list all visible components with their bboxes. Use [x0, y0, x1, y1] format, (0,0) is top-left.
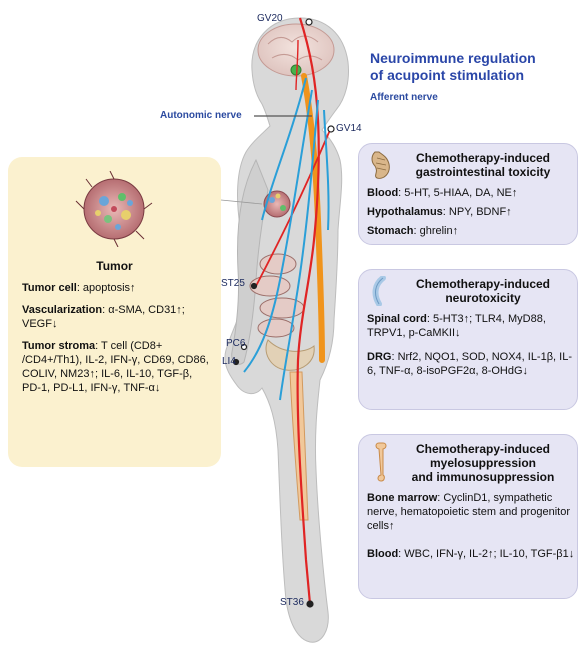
bone-icon	[375, 442, 387, 482]
nerve-icon	[372, 276, 386, 306]
myelosuppression-panel: Chemotherapy-induced myelosuppression an…	[358, 434, 578, 599]
gv14-marker	[327, 125, 335, 133]
acupoint-st25: ST25	[221, 278, 245, 289]
gi-row-stomach: Stomach: ghrelin↑	[367, 225, 459, 237]
myelo-row-bone-marrow: Bone marrow: CyclinD1, sympathetic nerve…	[367, 492, 571, 532]
acupoint-st36: ST36	[280, 597, 304, 608]
neuro-title: Chemotherapy-induced neurotoxicity	[415, 277, 550, 305]
acupoint-gv14: GV14	[336, 123, 362, 134]
st36-marker	[306, 600, 314, 608]
pc6-marker	[240, 343, 248, 351]
pelvis	[265, 339, 315, 371]
hypothalamus-marker	[290, 64, 302, 76]
tumor-heading: Tumor	[96, 259, 133, 273]
li4-marker	[232, 358, 240, 366]
gi-row-blood: Blood: 5-HT, 5-HIAA, DA, NE↑	[367, 187, 518, 199]
acupoint-gv20: GV20	[257, 13, 283, 24]
tumor-connector	[220, 199, 263, 205]
myelo-row-blood: Blood: WBC, IFN-γ, IL-2↑; IL-10, TGF-β1↓	[367, 548, 575, 560]
diagram-title: Neuroimmune regulation of acupoint stimu…	[370, 50, 536, 84]
acupoint-li4: LI4	[222, 356, 236, 367]
gi-toxicity-panel: Chemotherapy-induced gastrointestinal to…	[358, 143, 578, 245]
tumor-row-stroma: Tumor stroma: T cell (CD8+ /CD4+/Th1), I…	[22, 340, 209, 394]
myelo-title: Chemotherapy-induced myelosuppression an…	[411, 442, 555, 484]
stomach-icon	[371, 151, 390, 179]
afferent-nerve-line	[296, 17, 320, 605]
tumor-panel: Tumor Tumor cell: apoptosis↑ Vasculariza…	[8, 157, 221, 467]
neurotoxicity-panel: Chemotherapy-induced neurotoxicity Spina…	[358, 269, 578, 410]
tumor-row-cell: Tumor cell: apoptosis↑	[22, 282, 136, 294]
autonomic-nerve-lines	[243, 77, 330, 401]
st25-marker	[250, 282, 258, 290]
gv20-marker	[305, 18, 313, 26]
gi-title: Chemotherapy-induced gastrointestinal to…	[415, 151, 551, 179]
title-line1: Neuroimmune regulation	[370, 50, 536, 66]
gi-row-hypothalamus: Hypothalamus: NPY, BDNF↑	[367, 206, 512, 218]
tumor-icon	[75, 171, 153, 247]
acupoint-markers	[232, 18, 335, 608]
autonomic-nerve-label: Autonomic nerve	[160, 110, 242, 121]
title-line2: of acupoint stimulation	[370, 67, 524, 83]
neuro-row-drg: DRG: Nrf2, NQO1, SOD, NOX4, IL-1β, IL-6,…	[367, 351, 572, 377]
neuro-row-spinal-cord: Spinal cord: 5-HT3↑; TLR4, MyD88, TRPV1,…	[367, 313, 546, 339]
acupoint-pc6: PC6	[226, 338, 246, 349]
tumor-row-vascularization: Vascularization: α-SMA, CD31↑; VEGF↓	[22, 304, 185, 330]
afferent-nerve-label: Afferent nerve	[370, 92, 438, 103]
